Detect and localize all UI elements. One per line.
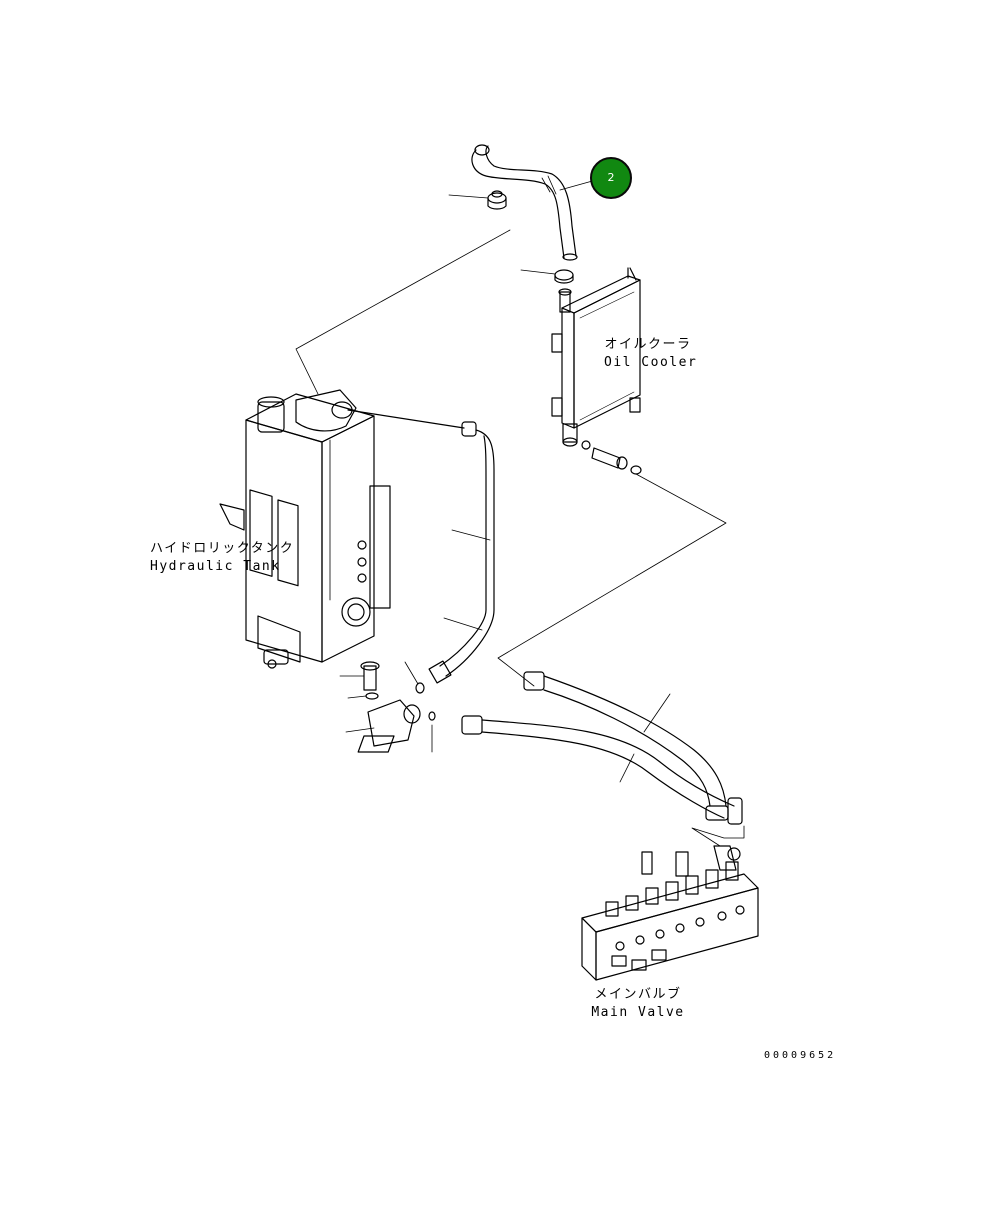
leader-line-cooler-return-hose (644, 694, 670, 732)
callout-number: 2 (607, 171, 615, 184)
main-valve[interactable] (582, 846, 758, 980)
hydraulic-tank-label-jp: ハイドロリックタンク (150, 541, 295, 556)
main-valve-label-jp: メインバルブ (594, 987, 682, 1002)
leader-line-oring-a (405, 662, 418, 684)
oil-cooler-label: オイルクーラ Oil Cooler (604, 336, 698, 372)
return-hose[interactable] (472, 145, 577, 260)
hydraulic-tank-label: ハイドロリックタンク Hydraulic Tank (150, 540, 295, 576)
leader-line-suction-hose-b (444, 618, 482, 630)
hydraulic-tank-label-en: Hydraulic Tank (150, 559, 281, 574)
leader-line-elbow (346, 728, 374, 732)
tank-accessories (358, 662, 435, 752)
connection-line-valve (692, 826, 744, 846)
oil-cooler-label-en: Oil Cooler (604, 355, 698, 370)
connection-line-cooler (498, 474, 726, 686)
main-valve-label-en: Main Valve (591, 1005, 685, 1020)
cooler-return-hose[interactable] (524, 672, 728, 820)
hydraulic-tank[interactable] (220, 390, 390, 668)
connection-line-tank (296, 230, 510, 394)
tank-return-hose[interactable] (462, 716, 742, 824)
callout-marker[interactable]: 2 (590, 157, 632, 199)
leader-line-clamp-lower (521, 270, 555, 274)
main-valve-label: メインバルブ Main Valve (590, 986, 686, 1022)
oil-cooler-label-jp: オイルクーラ (604, 337, 692, 352)
drawing-number: 00009652 (764, 1050, 837, 1061)
leader-line-clamp-upper (449, 195, 488, 198)
leader-line-tank-return-hose (620, 754, 634, 782)
oil-cooler[interactable] (552, 268, 640, 446)
oil-cooler-fitting (582, 441, 641, 474)
suction-hose[interactable] (348, 410, 494, 683)
leader-line-washer (348, 696, 366, 698)
leader-line-suction-hose-a (452, 530, 490, 540)
hose-clamp-upper (488, 191, 506, 209)
hose-clamp-lower (555, 270, 573, 283)
